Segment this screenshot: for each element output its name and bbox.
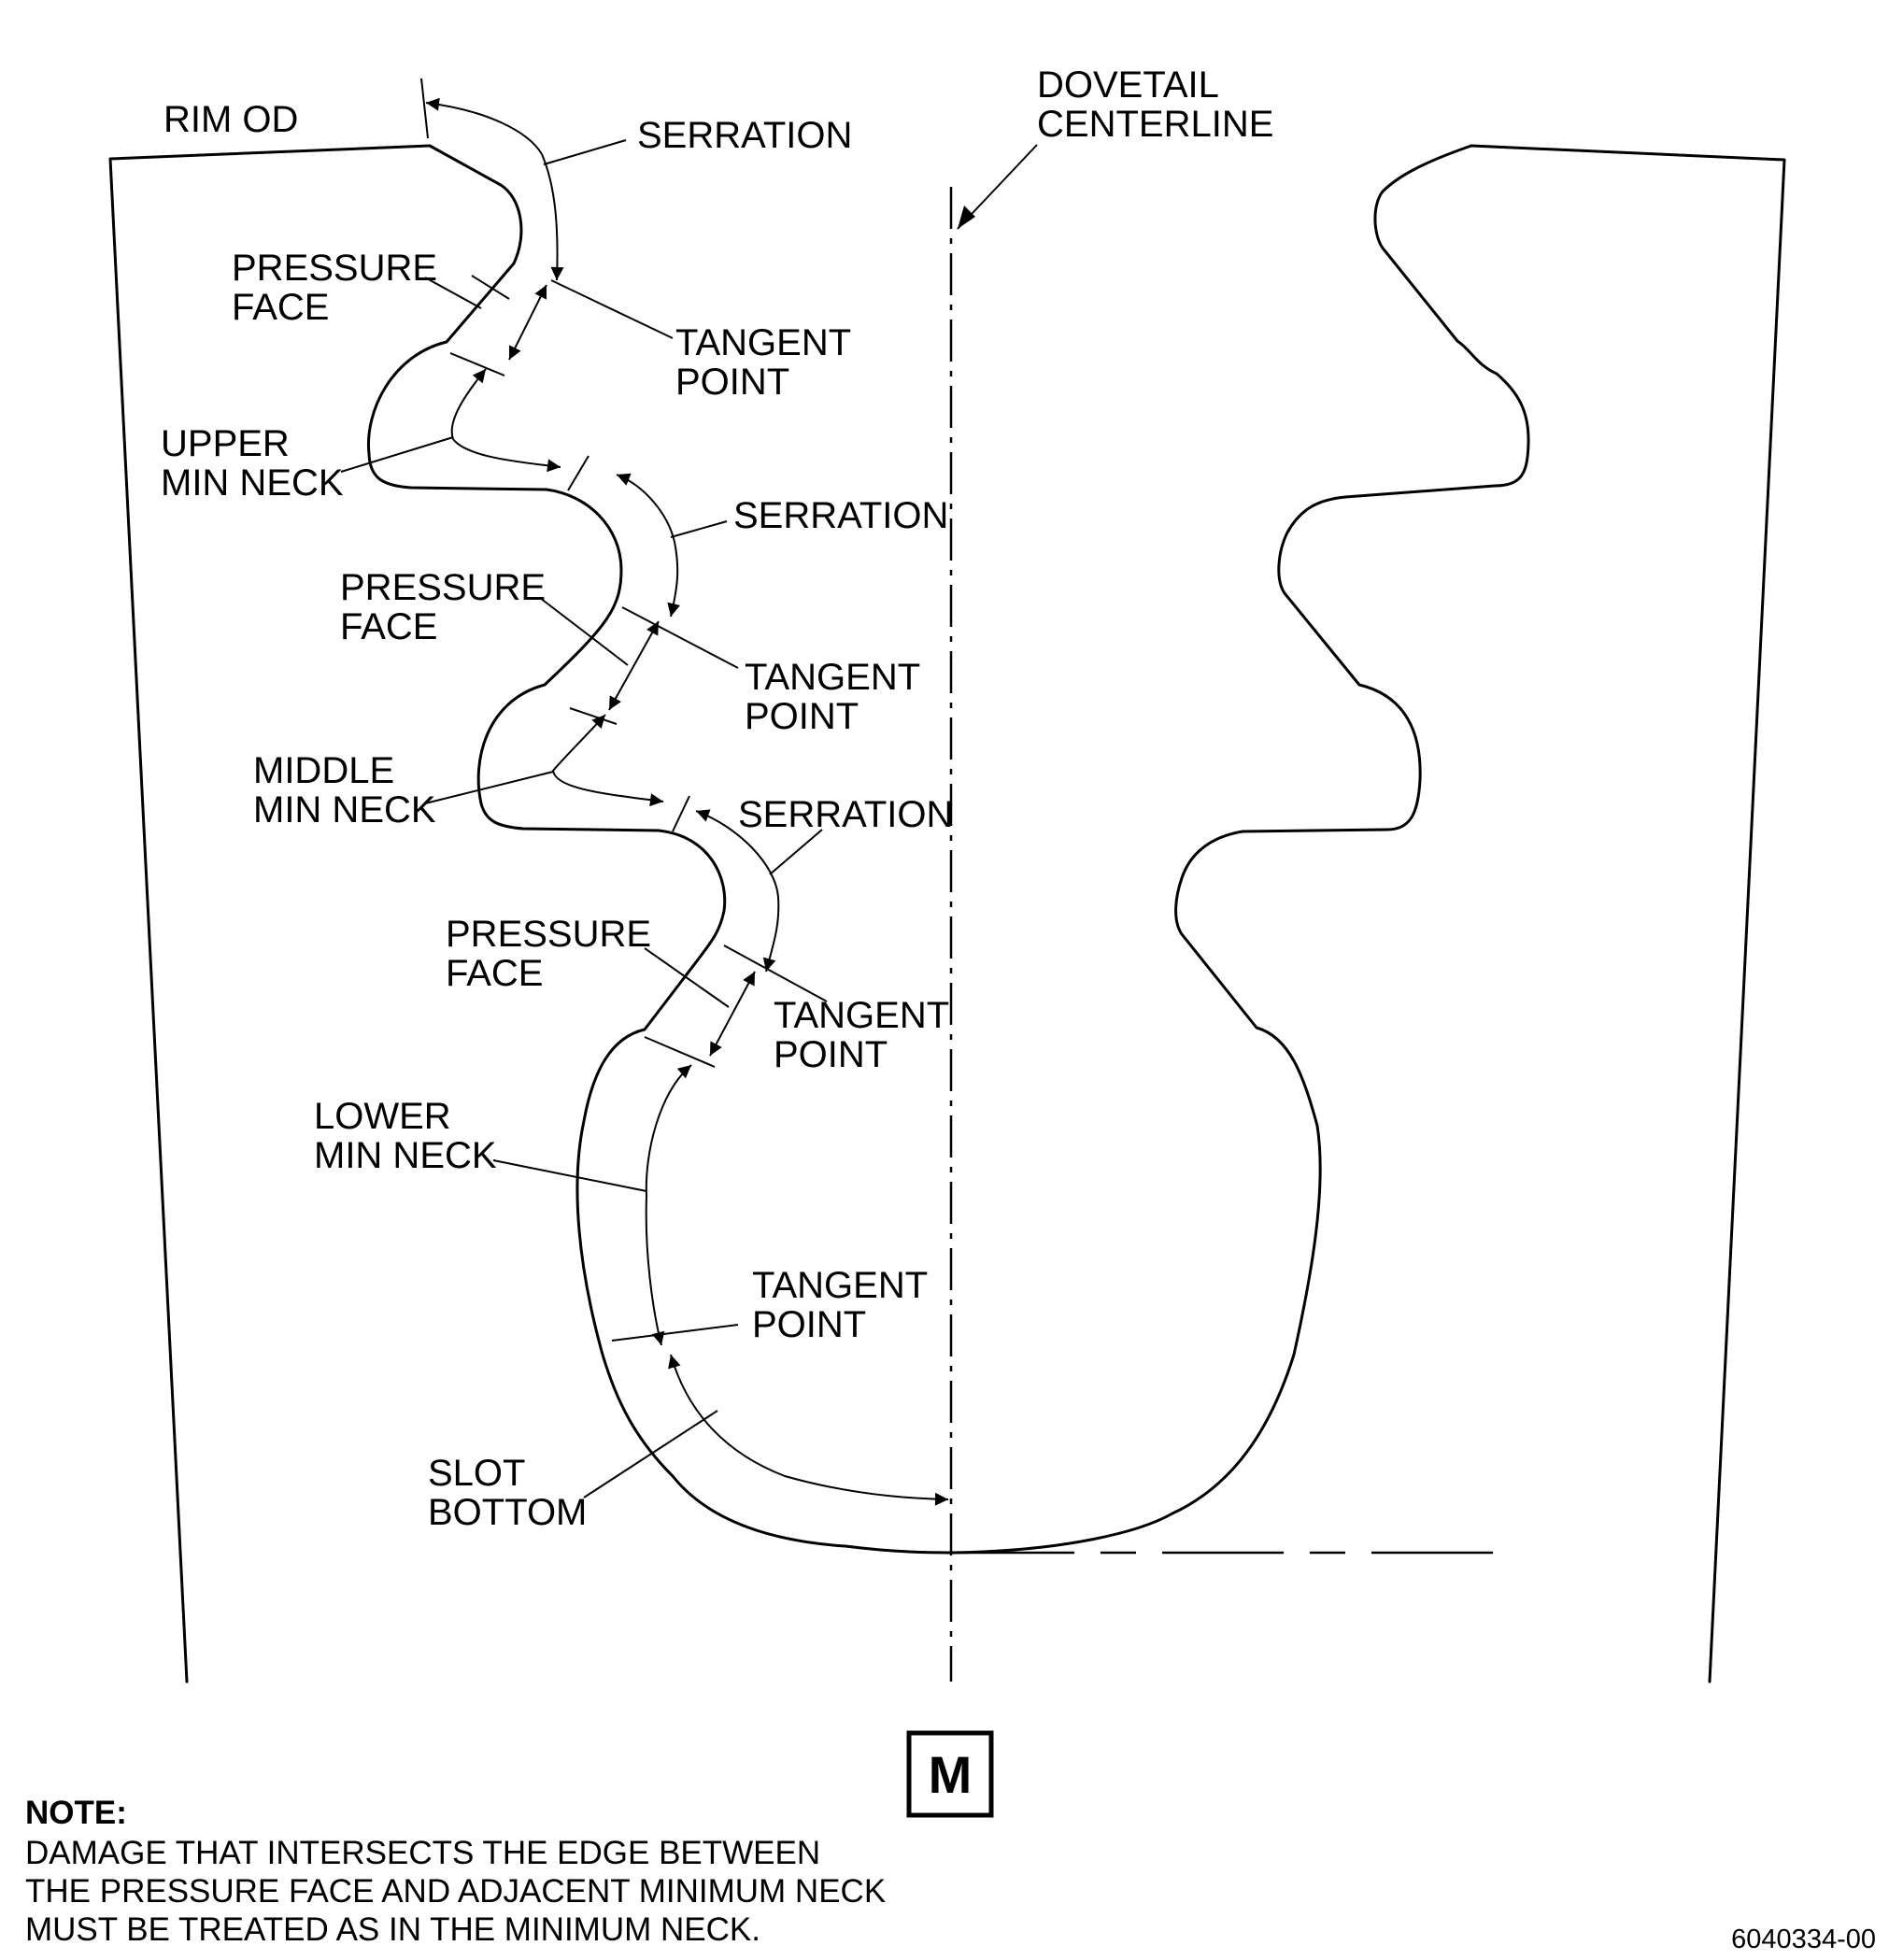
label-tangent-point-2-b: POINT <box>745 696 859 737</box>
label-serration-1: SERRATION <box>637 115 852 156</box>
serration-1-arrow-down <box>541 153 564 281</box>
label-pressure-face-3-a: PRESSURE <box>446 914 651 955</box>
pressure-face-2-dim <box>608 620 660 711</box>
label-pressure-face-1-b: FACE <box>232 287 329 328</box>
slot-profile-right <box>951 144 1530 1555</box>
pressure-face-3-dim <box>709 971 756 1057</box>
upper-min-neck-arrow <box>450 368 561 473</box>
tangent-point-4-leader <box>611 1324 739 1342</box>
pressure-face-2-ext-bottom <box>569 707 618 725</box>
rim-od-tick <box>420 78 429 139</box>
label-dovetail-centerline-2: CENTERLINE <box>1037 104 1273 145</box>
note-heading: NOTE: <box>25 1795 127 1831</box>
serration-3-arrow <box>695 809 780 973</box>
pressure-face-1-dim <box>508 284 547 361</box>
label-upper-min-neck-b: MIN NECK <box>161 462 344 504</box>
note-line-1: DAMAGE THAT INTERSECTS THE EDGE BETWEEN <box>25 1835 820 1871</box>
label-tangent-point-3-b: POINT <box>774 1034 888 1075</box>
label-serration-2: SERRATION <box>733 495 948 536</box>
dovetail-centerline-arrowhead <box>958 206 975 229</box>
pressure-face-1-ext-bottom <box>449 352 505 376</box>
label-tangent-point-1-a: TANGENT <box>675 322 851 363</box>
rim-outline-left <box>108 144 432 1683</box>
slot-bottom-leader <box>583 1410 718 1498</box>
label-pressure-face-3-b: FACE <box>446 953 543 994</box>
middle-min-neck-tick <box>672 795 690 832</box>
serration-2-leader <box>670 520 728 538</box>
label-middle-min-neck-b: MIN NECK <box>253 789 436 831</box>
serration-3-leader <box>769 829 823 875</box>
marker-box <box>906 1730 994 1818</box>
label-upper-min-neck-a: UPPER <box>161 423 290 464</box>
label-middle-min-neck-a: MIDDLE <box>253 750 394 791</box>
label-dovetail-centerline-1: DOVETAIL <box>1037 64 1219 106</box>
label-tangent-point-2-a: TANGENT <box>745 657 920 698</box>
label-slot-bottom-a: SLOT <box>428 1453 525 1494</box>
marker-letter: M <box>929 1745 973 1804</box>
label-pressure-face-2-b: FACE <box>340 606 437 647</box>
middle-min-neck-leader <box>424 771 554 804</box>
note-line-2: THE PRESSURE FACE AND ADJACENT MINIMUM N… <box>25 1873 886 1910</box>
label-tangent-point-4-a: TANGENT <box>752 1265 928 1306</box>
label-serration-3: SERRATION <box>738 794 953 835</box>
pressure-face-3-ext-bottom <box>644 1036 716 1068</box>
upper-min-neck-tick <box>567 455 589 491</box>
label-pressure-face-1-a: PRESSURE <box>232 248 437 289</box>
pressure-face-1-leader <box>424 277 482 309</box>
label-lower-min-neck-a: LOWER <box>314 1096 451 1137</box>
slot-bottom-arrow <box>668 1354 949 1506</box>
label-slot-bottom-b: BOTTOM <box>428 1492 587 1533</box>
tangent-point-3-leader <box>723 944 828 1002</box>
pressure-face-3-ext-top <box>644 947 730 1008</box>
serration-2-arrow <box>616 473 680 618</box>
tangent-point-1-leader <box>550 279 674 339</box>
rim-outline-right <box>1470 144 1786 1683</box>
slot-profile-left <box>366 144 955 1555</box>
note-line-3: MUST BE TREATED AS IN THE MINIMUM NECK. <box>25 1911 760 1948</box>
upper-min-neck-leader <box>340 436 454 473</box>
lower-min-neck-leader <box>492 1159 647 1192</box>
label-tangent-point-3-a: TANGENT <box>774 995 949 1036</box>
label-lower-min-neck-b: MIN NECK <box>314 1135 497 1176</box>
tangent-point-2-leader <box>621 606 739 669</box>
serration-1-arrow <box>425 97 543 155</box>
pressure-face-1-ext-top <box>471 275 510 300</box>
pressure-face-2-ext-top <box>539 597 629 666</box>
label-tangent-point-1-b: POINT <box>675 362 789 403</box>
lower-min-neck-arrow <box>645 1064 692 1346</box>
middle-min-neck-arrow <box>551 714 664 807</box>
label-rim-od: RIM OD <box>163 99 298 140</box>
figure-id: 6040334-00 <box>1731 1924 1876 1954</box>
label-pressure-face-2-a: PRESSURE <box>340 567 546 608</box>
serration-1-leader <box>543 139 627 165</box>
label-tangent-point-4-b: POINT <box>752 1304 866 1345</box>
